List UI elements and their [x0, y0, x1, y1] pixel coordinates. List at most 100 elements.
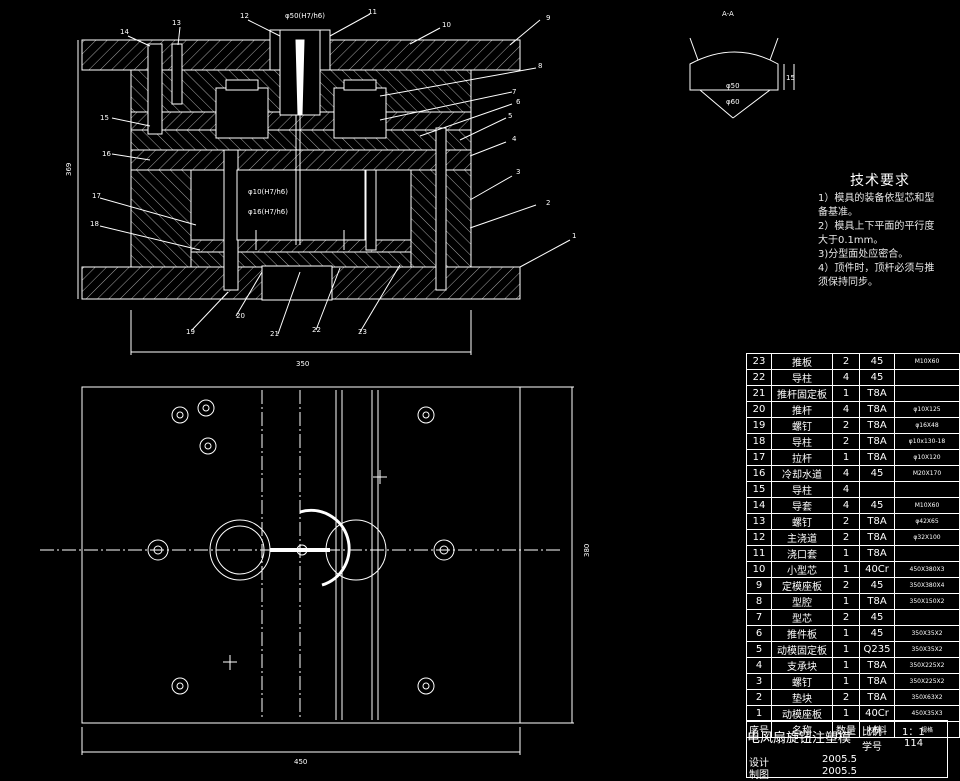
- bom-cell: T8A: [859, 513, 895, 530]
- bom-cell: [894, 609, 960, 626]
- bom-cell: 1: [832, 673, 860, 690]
- tech-requirements-title: 技术要求: [850, 173, 910, 189]
- dim-height-label: 369: [65, 163, 73, 176]
- bom-cell: T8A: [859, 449, 895, 466]
- bom-cell: 350X225X2: [894, 657, 960, 674]
- tech-line: 备基准。: [818, 207, 858, 218]
- bom-cell: 350X225X2: [894, 673, 960, 690]
- bom-cell: 19: [746, 417, 772, 434]
- bom-cell: 1: [832, 449, 860, 466]
- section-aa-view: [689, 37, 795, 119]
- section-dim-15: 15: [786, 74, 795, 82]
- callout-16: 16: [102, 150, 111, 158]
- section-aa-label: A-A: [722, 10, 734, 18]
- bom-cell: 5: [746, 641, 772, 658]
- bom-cell: 浇口套: [771, 545, 833, 562]
- bom-cell: T8A: [859, 433, 895, 450]
- callout-11: 11: [368, 8, 377, 16]
- bom-cell: 350X35X2: [894, 625, 960, 642]
- tech-line: 3)分型面处应密合。: [818, 249, 909, 260]
- drawing-title: 电风扇旋钮注塑模: [747, 731, 852, 746]
- bom-cell: T8A: [859, 673, 895, 690]
- bom-cell: 12: [746, 529, 772, 546]
- bom-cell: 14: [746, 497, 772, 514]
- callout-1: 1: [572, 232, 576, 240]
- bom-cell: T8A: [859, 657, 895, 674]
- callout-23: 23: [358, 328, 367, 336]
- plan-view: [40, 386, 574, 755]
- bom-cell: 1: [832, 561, 860, 578]
- bom-cell: 7: [746, 609, 772, 626]
- bom-cell: 11: [746, 545, 772, 562]
- dim-width-front-label: 350: [296, 360, 309, 368]
- dim-width-plan-label: 450: [294, 758, 307, 766]
- callout-22: 22: [312, 326, 321, 334]
- bom-cell: 22: [746, 369, 772, 386]
- bom-cell: [859, 481, 895, 498]
- bom-cell: 45: [859, 465, 895, 482]
- callout-5: 5: [508, 112, 512, 120]
- bom-cell: T8A: [859, 529, 895, 546]
- bom-cell: φ32X100: [894, 529, 960, 546]
- callout-12: 12: [240, 12, 249, 20]
- bom-cell: 1: [832, 545, 860, 562]
- bom-cell: 45: [859, 497, 895, 514]
- bom-cell: 2: [832, 689, 860, 706]
- bom-cell: 2: [832, 417, 860, 434]
- bom-cell: 20: [746, 401, 772, 418]
- callout-15: 15: [100, 114, 109, 122]
- tech-line: 2）模具上下平面的平行度: [818, 221, 935, 232]
- callout-14: 14: [120, 28, 129, 36]
- bom-cell: [894, 385, 960, 402]
- cad-drawing: φ50(H7/h6) 369 350 φ10(H7/h6) φ16(H7/h6)…: [40, 8, 795, 766]
- bom-cell: 350X35X2: [894, 641, 960, 658]
- bom-cell: 45: [859, 353, 895, 370]
- bom-cell: 350X150X2: [894, 593, 960, 610]
- bom-cell: 推件板: [771, 625, 833, 642]
- bom-cell: 导套: [771, 497, 833, 514]
- bom-cell: 4: [832, 369, 860, 386]
- bom-cell: 型腔: [771, 593, 833, 610]
- bom-cell: 10: [746, 561, 772, 578]
- section-dim-60: φ60: [726, 98, 740, 106]
- bom-cell: 4: [832, 465, 860, 482]
- scale-value: 1：1: [902, 727, 925, 738]
- bom-cell: 16: [746, 465, 772, 482]
- bom-cell: 螺钉: [771, 417, 833, 434]
- bom-cell: 导柱: [771, 369, 833, 386]
- bom-cell: 4: [832, 497, 860, 514]
- bom-cell: 推杆固定板: [771, 385, 833, 402]
- tech-line: 大于0.1mm。: [818, 235, 884, 246]
- bom-cell: 2: [832, 513, 860, 530]
- bom-cell: Q235: [859, 641, 895, 658]
- bom-cell: 推板: [771, 353, 833, 370]
- title-block: [746, 720, 948, 778]
- bom-cell: T8A: [859, 545, 895, 562]
- fit-label-2: φ16(H7/h6): [248, 208, 288, 216]
- bom-cell: 拉杆: [771, 449, 833, 466]
- student-id-value: 114: [904, 738, 924, 749]
- bom-cell: 45: [859, 369, 895, 386]
- bom-cell: T8A: [859, 401, 895, 418]
- design-date: 2005.5: [822, 754, 857, 765]
- bom-cell: M20X170: [894, 465, 960, 482]
- bom-cell: 6: [746, 625, 772, 642]
- bom-cell: 45: [859, 609, 895, 626]
- bom-cell: T8A: [859, 689, 895, 706]
- callout-3: 3: [516, 168, 520, 176]
- callout-21: 21: [270, 330, 279, 338]
- bom-cell: 1: [832, 385, 860, 402]
- bom-cell: 2: [832, 353, 860, 370]
- callout-4: 4: [512, 135, 517, 143]
- draw-date: 2005.5: [822, 766, 857, 777]
